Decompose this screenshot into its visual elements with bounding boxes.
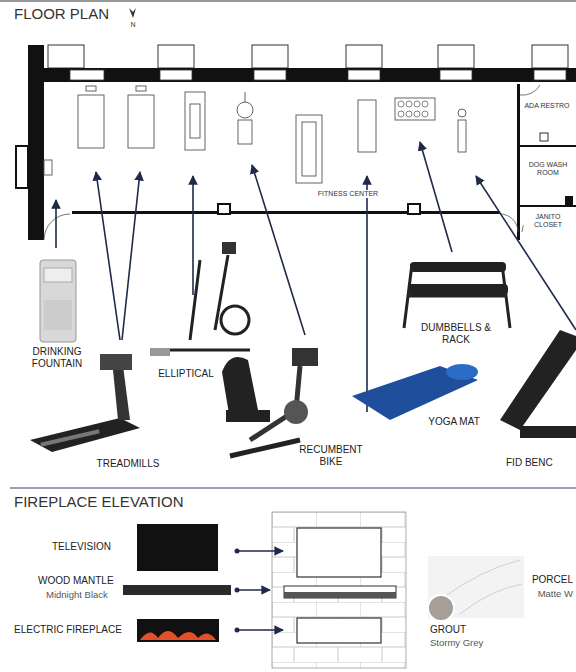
- part-label: YOGA MAT: [412, 416, 496, 428]
- room-label: DOG WASH ROOM: [524, 161, 572, 178]
- part-label: WOOD MANTLE: [38, 575, 134, 587]
- part-label: TREADMILLS: [88, 458, 168, 470]
- part-label: DRINKING FOUNTAIN: [20, 346, 94, 370]
- room-label: ADA RESTRO: [522, 102, 572, 110]
- part-label: ELLIPTICAL: [146, 368, 226, 380]
- part-label: RECUMBENT BIKE: [290, 444, 372, 468]
- room: ADA RESTRO: [520, 82, 576, 145]
- section-title: FIREPLACE ELEVATION: [14, 493, 314, 511]
- room: JANITO CLOSET: [520, 207, 576, 240]
- part-label: DUMBBELLS & RACK: [414, 322, 498, 346]
- part-label: PORCEL: [532, 574, 573, 586]
- part-label: GROUT: [430, 624, 490, 636]
- part-label: Matte W: [538, 588, 573, 599]
- part-label: Stormy Grey: [430, 637, 510, 648]
- part-label: N: [127, 21, 139, 29]
- room-label: JANITO CLOSET: [524, 213, 572, 230]
- section-title: FLOOR PLAN: [14, 5, 214, 23]
- part-label: FID BENC: [506, 457, 553, 469]
- room: DOG WASH ROOM: [520, 147, 576, 205]
- room: FITNESS CENTER: [44, 82, 517, 211]
- part-label: TELEVISION: [52, 541, 134, 553]
- part-label: ELECTRIC FIREPLACE: [14, 624, 132, 636]
- part-label: Midnight Black: [46, 589, 142, 600]
- room-label: FITNESS CENTER: [278, 190, 418, 198]
